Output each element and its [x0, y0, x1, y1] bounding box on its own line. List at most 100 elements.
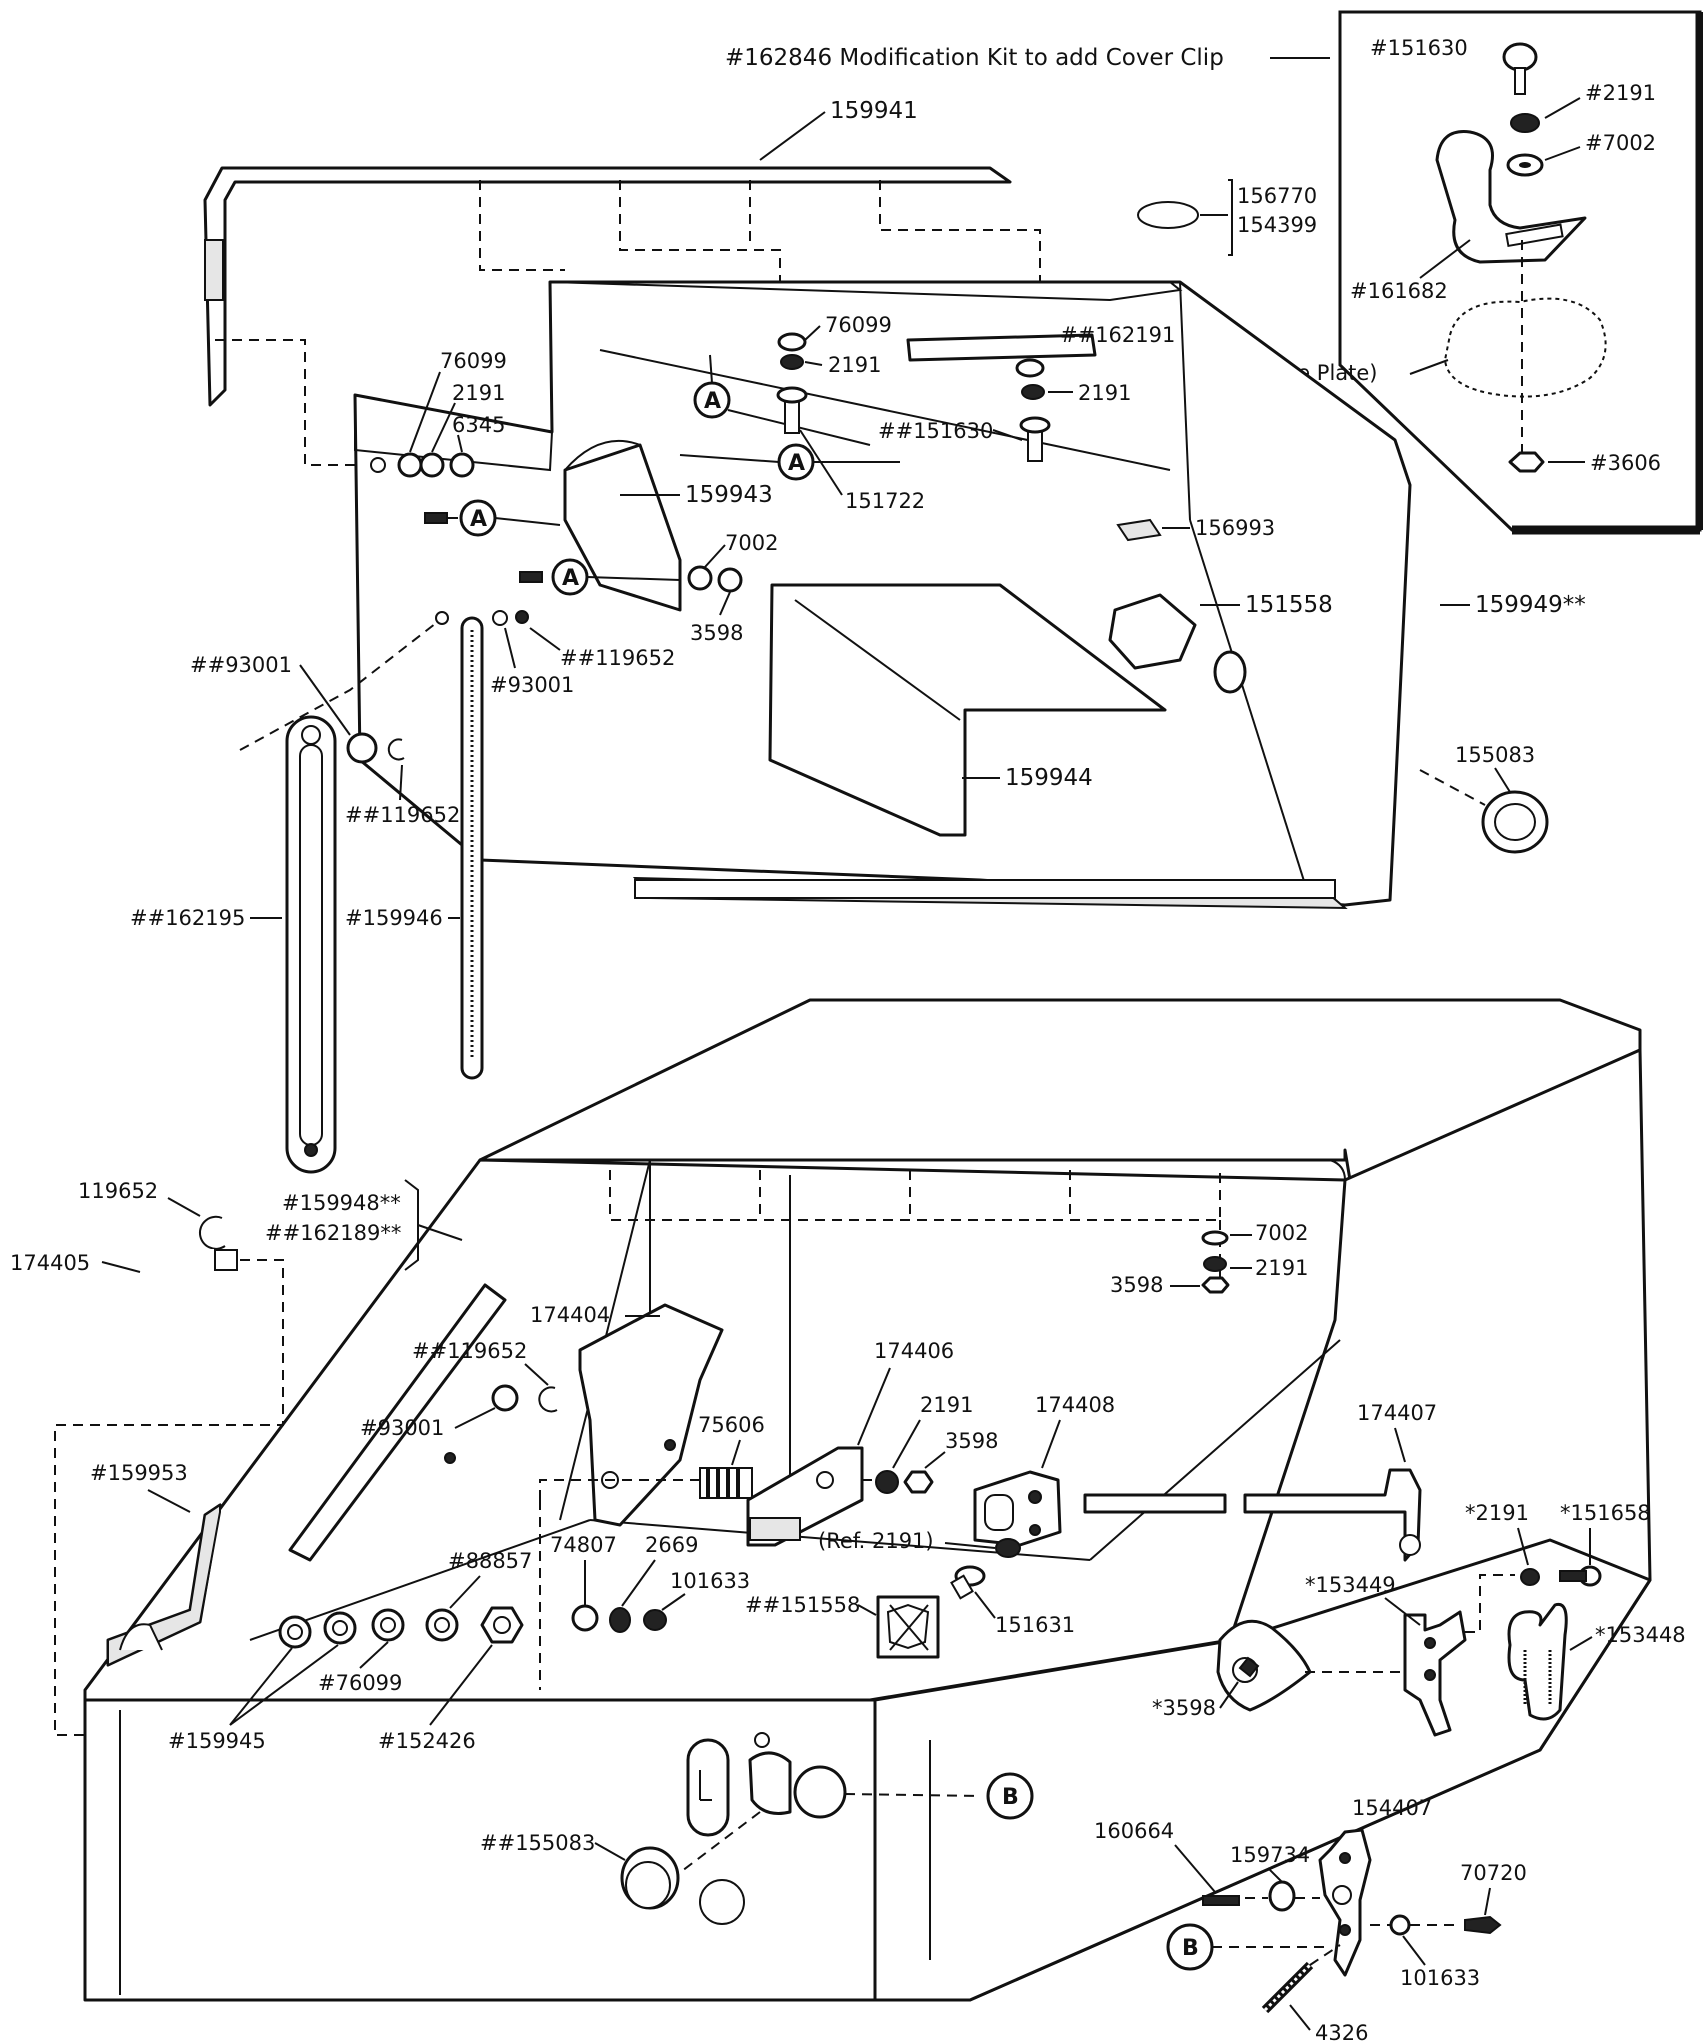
label-159941: 159941 — [830, 98, 918, 124]
label-174407: 174407 — [1357, 1401, 1437, 1425]
clip-119652 — [199, 1215, 226, 1250]
hex-bracket — [1108, 593, 1197, 670]
label-75606: 75606 — [698, 1413, 765, 1437]
label-93001-right: #93001 — [490, 673, 574, 697]
kit-part-151630: #151630 — [1370, 36, 1468, 60]
label-159943: 159943 — [685, 482, 773, 508]
clip-156993 — [1116, 518, 1162, 542]
label-159944: 159944 — [1005, 765, 1093, 791]
kit-title: #162846 Modification Kit to add Cover Cl… — [725, 45, 1224, 71]
nut-icon — [1508, 451, 1545, 473]
label-154407: 154407 — [1352, 1796, 1432, 1820]
label-101633-left: 101633 — [670, 1569, 750, 1593]
upper-cover-assembly: 159941 159944 151558 159949** 159943 — [203, 98, 1586, 910]
label-151631: 151631 — [995, 1613, 1075, 1637]
svg-text:A: A — [470, 507, 487, 532]
label-4326: 4326 — [1315, 2021, 1368, 2044]
strip-162191 — [906, 333, 1097, 362]
label-2191-star: *2191 — [1465, 1501, 1529, 1525]
label-119652-left: ##119652 — [345, 803, 460, 827]
label-162191: ##162191 — [1060, 323, 1175, 347]
label-152426: #152426 — [378, 1729, 476, 1753]
label-76099-bottom: #76099 — [318, 1671, 402, 1695]
label-74807: 74807 — [550, 1533, 617, 1557]
svg-text:A: A — [704, 389, 721, 414]
oval-slot — [686, 1738, 730, 1837]
label-159946: #159946 — [345, 906, 443, 930]
pin-159734 — [1268, 1880, 1296, 1912]
label-2191-left: 2191 — [452, 381, 505, 405]
label-2191-bottom: 2191 — [1255, 1256, 1308, 1280]
label-159948: #159948** — [282, 1191, 401, 1215]
base-plate-ref — [1443, 297, 1607, 398]
washer-row — [278, 1606, 524, 1649]
label-119652-mid: ##119652 — [412, 1339, 527, 1363]
label-159953: #159953 — [90, 1461, 188, 1485]
label-151630: ##151630 — [878, 419, 993, 443]
label-159945: #159945 — [168, 1729, 266, 1753]
label-7002-bottom: 7002 — [1255, 1221, 1308, 1245]
label-2191-center: 2191 — [828, 353, 881, 377]
label-153448: *153448 — [1595, 1623, 1686, 1647]
link-arms: ##93001 ##119652 ##162195 #159946 #93001… — [130, 610, 675, 1174]
label-2191-plate: 2191 — [920, 1393, 973, 1417]
chute-panel — [768, 583, 1167, 837]
label-174406: 174406 — [874, 1339, 954, 1363]
label-162195: ##162195 — [130, 906, 245, 930]
label-3598-bottom: 3598 — [1110, 1273, 1163, 1297]
latch-front — [748, 1751, 792, 1815]
label-155083-bottom: ##155083 — [480, 1831, 595, 1855]
label-2191-right: 2191 — [1078, 381, 1131, 405]
label-93001-left: ##93001 — [190, 653, 292, 677]
kit-part-2191: #2191 — [1585, 81, 1656, 105]
label-6345: 6345 — [452, 413, 505, 437]
svg-text:A: A — [788, 451, 805, 476]
label-156993: 156993 — [1195, 516, 1275, 540]
label-162189: ##162189** — [265, 1221, 401, 1245]
spring-4326 — [1261, 1961, 1314, 2014]
label-93001-mid: #93001 — [360, 1416, 444, 1440]
callout-b-1 — [986, 1772, 1034, 1820]
cover-clip-icon — [1435, 130, 1587, 264]
label-151658: *151658 — [1560, 1501, 1651, 1525]
label-7002-top: 7002 — [725, 531, 778, 555]
rod-174407b — [1243, 1468, 1422, 1562]
label-153449: *153449 — [1305, 1573, 1396, 1597]
cabinet-front — [83, 1698, 877, 2002]
swirl-clip — [1137, 201, 1199, 229]
label-151558-bottom: ##151558 — [745, 1593, 860, 1617]
kit-part-3606: #3606 — [1590, 451, 1661, 475]
svg-text:B: B — [1182, 1936, 1199, 1961]
label-119652-loose: 119652 — [78, 1179, 158, 1203]
label-119652-right: ##119652 — [560, 646, 675, 670]
label-76099-left: 76099 — [440, 349, 507, 373]
label-2669: 2669 — [645, 1533, 698, 1557]
rail — [288, 1283, 507, 1562]
label-151558: 151558 — [1245, 592, 1333, 618]
link-159946 — [460, 616, 484, 1080]
spring-75606 — [699, 1467, 753, 1499]
lower-cabinet: 7002 2191 3598 #159948** ##162189** 1744… — [83, 998, 1686, 2044]
kit-inset: #162846 Modification Kit to add Cover Cl… — [725, 10, 1703, 535]
handle-174405 — [86, 1243, 238, 1309]
svg-text:A: A — [562, 566, 579, 591]
label-70720: 70720 — [1460, 1861, 1527, 1885]
label-159734: 159734 — [1230, 1843, 1310, 1867]
left-loose-parts: 119652 174405 #159953 — [10, 1179, 284, 1736]
label-88857: #88857 — [448, 1549, 532, 1573]
label-3598-star: *3598 — [1152, 1696, 1216, 1720]
bracket-174404 — [578, 1303, 724, 1527]
label-3598-top: 3598 — [690, 621, 743, 645]
label-174404: 174404 — [530, 1303, 610, 1327]
label-159949: 159949** — [1475, 592, 1586, 618]
label-160664: 160664 — [1094, 1819, 1174, 1843]
kit-part-161682: #161682 — [1350, 279, 1448, 303]
label-174405: 174405 — [10, 1251, 90, 1275]
rod-174407a — [1083, 1493, 1227, 1514]
label-76099-center: 76099 — [825, 313, 892, 337]
spring-160664 — [1202, 1895, 1240, 1906]
label-174408: 174408 — [1035, 1393, 1115, 1417]
svg-text:B: B — [1002, 1785, 1019, 1810]
kit-part-7002: #7002 — [1585, 131, 1656, 155]
